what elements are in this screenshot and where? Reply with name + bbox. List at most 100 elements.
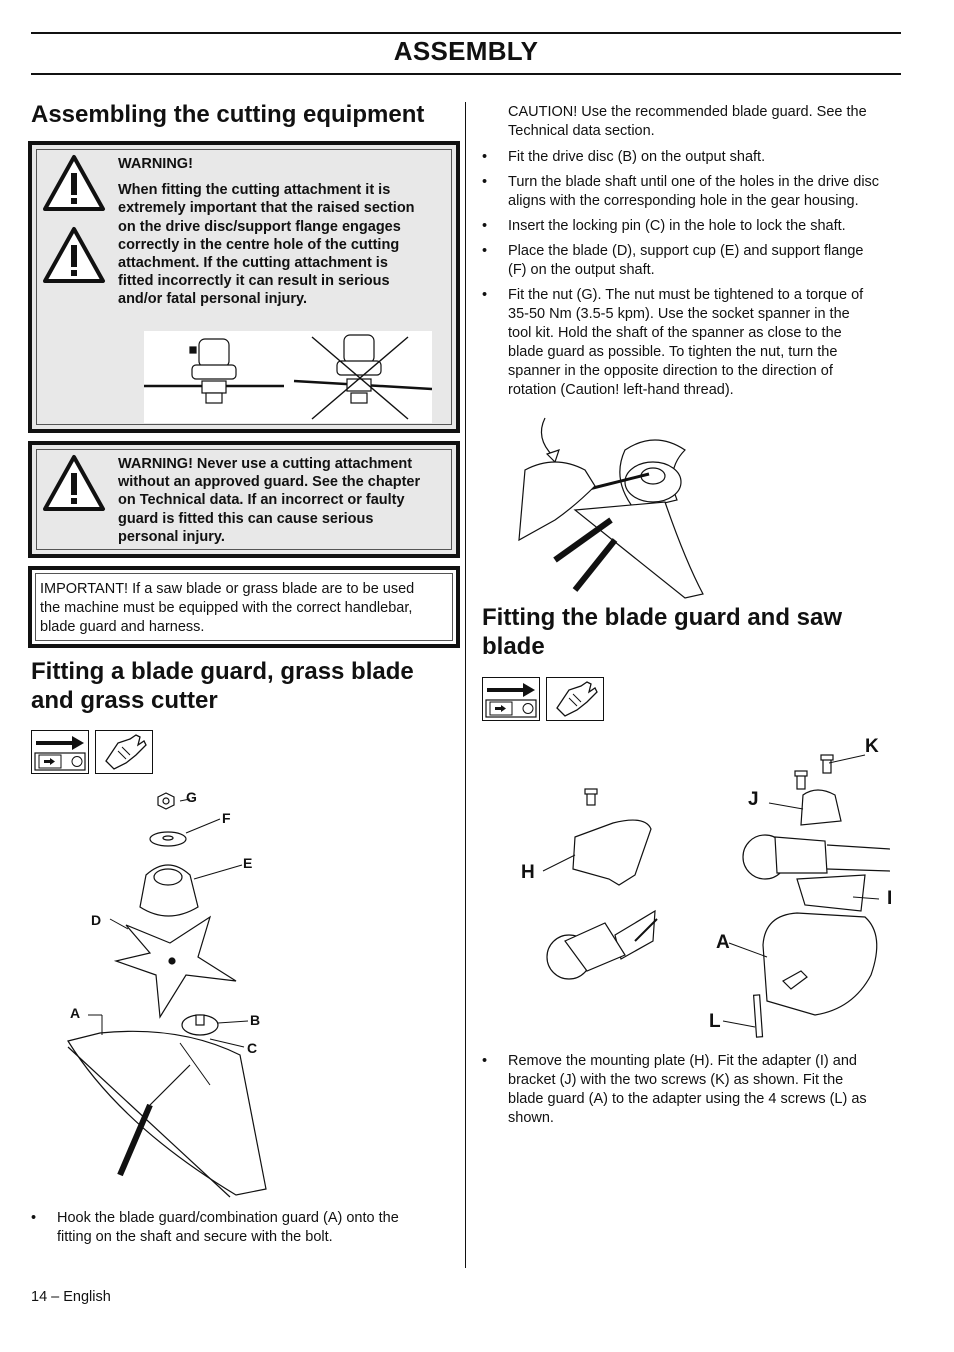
- section-title: ASSEMBLY: [393, 36, 539, 66]
- heading-line: and grass cutter: [31, 687, 218, 714]
- bullet-line: blade guard as possible. To tighten the …: [508, 344, 838, 360]
- warning-1-title: WARNING!: [118, 156, 193, 172]
- read-manual-symbol: [482, 677, 540, 721]
- bullet-line: blade guard (A) to the adapter using the…: [508, 1091, 867, 1107]
- warning-1-line: and/or fatal personal injury.: [118, 291, 308, 308]
- important-line: the machine must be equipped with the co…: [40, 600, 413, 616]
- warning-1-line: fitted incorrectly it can result in seri…: [118, 273, 390, 290]
- bullet-line: fitting on the shaft and secure with the…: [57, 1229, 333, 1245]
- label-b: B: [250, 1012, 261, 1028]
- bullet-line: Remove the mounting plate (H). Fit the a…: [508, 1053, 857, 1069]
- warning-2-line: guard is fitted this can cause serious: [118, 510, 374, 527]
- warning-1-line: attachment. If the cutting attachment is: [118, 255, 388, 272]
- warning-2-text: WARNING! Never use a cutting attachment …: [118, 455, 454, 546]
- adapter-i: [796, 874, 866, 912]
- bullet-line: Insert the locking pin (C) in the hole t…: [508, 218, 846, 234]
- label-j: J: [748, 789, 759, 810]
- correct-fitting: [144, 338, 284, 404]
- heading-line: Fitting a blade guard, grass blade: [31, 658, 414, 685]
- bullet-line: Fit the drive disc (B) on the output sha…: [508, 149, 766, 165]
- glove-icon: [556, 681, 598, 717]
- hand: [518, 461, 596, 542]
- guard: [573, 501, 704, 599]
- warning-2-line: WARNING! Never use a cutting attachment: [118, 456, 413, 472]
- page-footer: 14 – English: [31, 1289, 111, 1305]
- glove-icon: [105, 734, 147, 770]
- important-text: IMPORTANT! If a saw blade or grass blade…: [40, 580, 450, 637]
- warning-box-1: WARNING! When fitting the cutting attach…: [28, 141, 460, 433]
- list-item: Fit the drive disc (B) on the output sha…: [482, 148, 912, 167]
- label-i: I: [887, 888, 893, 909]
- list-item: Hook the blade guard/combination guard (…: [31, 1209, 451, 1247]
- column-separator: [465, 102, 466, 1268]
- bullet-line: spanner in the opposite direction to the…: [508, 363, 833, 379]
- blade-assembly-figure: [67, 792, 267, 1198]
- warning-box-2: WARNING! Never use a cutting attachment …: [28, 441, 460, 558]
- caution-text: CAUTION! Use the recommended blade guard…: [508, 103, 908, 141]
- heading-assembling: Assembling the cutting equipment: [31, 101, 425, 128]
- warning-box-2-inner: [36, 449, 452, 550]
- important-line: IMPORTANT! If a saw blade or grass blade…: [40, 581, 415, 597]
- warning-box-1-inner: [36, 149, 452, 425]
- top-rule: [31, 32, 901, 34]
- blade-guard-a: [762, 912, 878, 1016]
- warning-1-line: correctly in the centre hole of the cutt…: [118, 236, 400, 253]
- right-bullet-list: Fit the drive disc (B) on the output sha…: [482, 148, 912, 406]
- spanner-tightening-figure: [518, 417, 704, 599]
- header-underline: [31, 73, 901, 75]
- list-item: Place the blade (D), support cup (E) and…: [482, 242, 912, 280]
- list-item: Fit the nut (G). The nut must be tighten…: [482, 286, 912, 400]
- list-item: Turn the blade shaft until one of the ho…: [482, 173, 912, 211]
- read-manual-symbol: [31, 730, 89, 774]
- list-item: Remove the mounting plate (H). Fit the a…: [482, 1052, 912, 1128]
- label-k: K: [865, 736, 879, 757]
- bullet-line: Place the blade (D), support cup (E) and…: [508, 243, 864, 259]
- list-item: Insert the locking pin (C) in the hole t…: [482, 217, 912, 236]
- warning-1-text: WARNING! When fitting the cutting attach…: [118, 155, 454, 309]
- warning-2-line: on Technical data. If an incorrect or fa…: [118, 492, 405, 509]
- warning-1-line: When fitting the cutting attachment it i…: [118, 182, 391, 199]
- warning-triangle-icon: [43, 227, 105, 283]
- glove-symbol: [95, 730, 153, 774]
- important-box-inner: [35, 573, 453, 641]
- bullet-line: Hook the blade guard/combination guard (…: [57, 1210, 399, 1226]
- warning-1-line: extremely important that the raised sect…: [118, 200, 415, 217]
- bullet-line: (F) on the output shaft.: [508, 262, 655, 278]
- blade-fitting-illustration: [144, 331, 432, 423]
- label-l: L: [709, 1011, 721, 1032]
- bullet-line: shown.: [508, 1110, 554, 1126]
- bullet-line: Turn the blade shaft until one of the ho…: [508, 174, 880, 190]
- bullet-line: rotation (Caution! left-hand thread).: [508, 382, 734, 398]
- screw: [586, 792, 596, 806]
- glove-symbol: [546, 677, 604, 721]
- warning-2-line: without an approved guard. See the chapt…: [118, 474, 421, 491]
- right-bullet-list-2: Remove the mounting plate (H). Fit the a…: [482, 1052, 912, 1134]
- heading-line: Fitting the blade guard and saw: [482, 604, 843, 631]
- arrow-right-icon: [34, 736, 86, 771]
- important-line: blade guard and harness.: [40, 619, 205, 635]
- incorrect-fitting: [293, 334, 432, 420]
- warning-triangle-icon: [43, 155, 105, 211]
- heading-line: blade: [482, 633, 545, 660]
- bullet-line: tool kit. Hold the shaft of the spanner …: [508, 325, 842, 341]
- bracket-j: [800, 789, 842, 826]
- important-box: IMPORTANT! If a saw blade or grass blade…: [28, 566, 460, 648]
- heading-fitting-blade-guard: Fitting a blade guard, grass blade and g…: [31, 657, 414, 715]
- label-c: C: [247, 1040, 258, 1056]
- warning-1-line: on the drive disc/support flange engages: [118, 218, 401, 235]
- mounting-plate-h: [572, 819, 652, 886]
- label-g: G: [186, 789, 197, 805]
- label-f: F: [222, 810, 231, 826]
- arrow-right-icon: [485, 683, 537, 718]
- bullet-line: Fit the nut (G). The nut must be tighten…: [508, 287, 864, 303]
- screw-l: [752, 994, 764, 1038]
- bullet-line: aligns with the corresponding hole in th…: [508, 193, 859, 209]
- warning-triangle-icon: [43, 455, 105, 511]
- warning-2-line: personal injury.: [118, 528, 225, 545]
- bullet-line: bracket (J) with the two screws (K) as s…: [508, 1072, 844, 1088]
- label-d: D: [91, 912, 102, 928]
- label-e: E: [243, 855, 253, 871]
- caution-line: CAUTION! Use the recommended blade guard…: [508, 104, 867, 120]
- blade-d: [113, 915, 237, 1019]
- blade-guard-a: [67, 1030, 267, 1196]
